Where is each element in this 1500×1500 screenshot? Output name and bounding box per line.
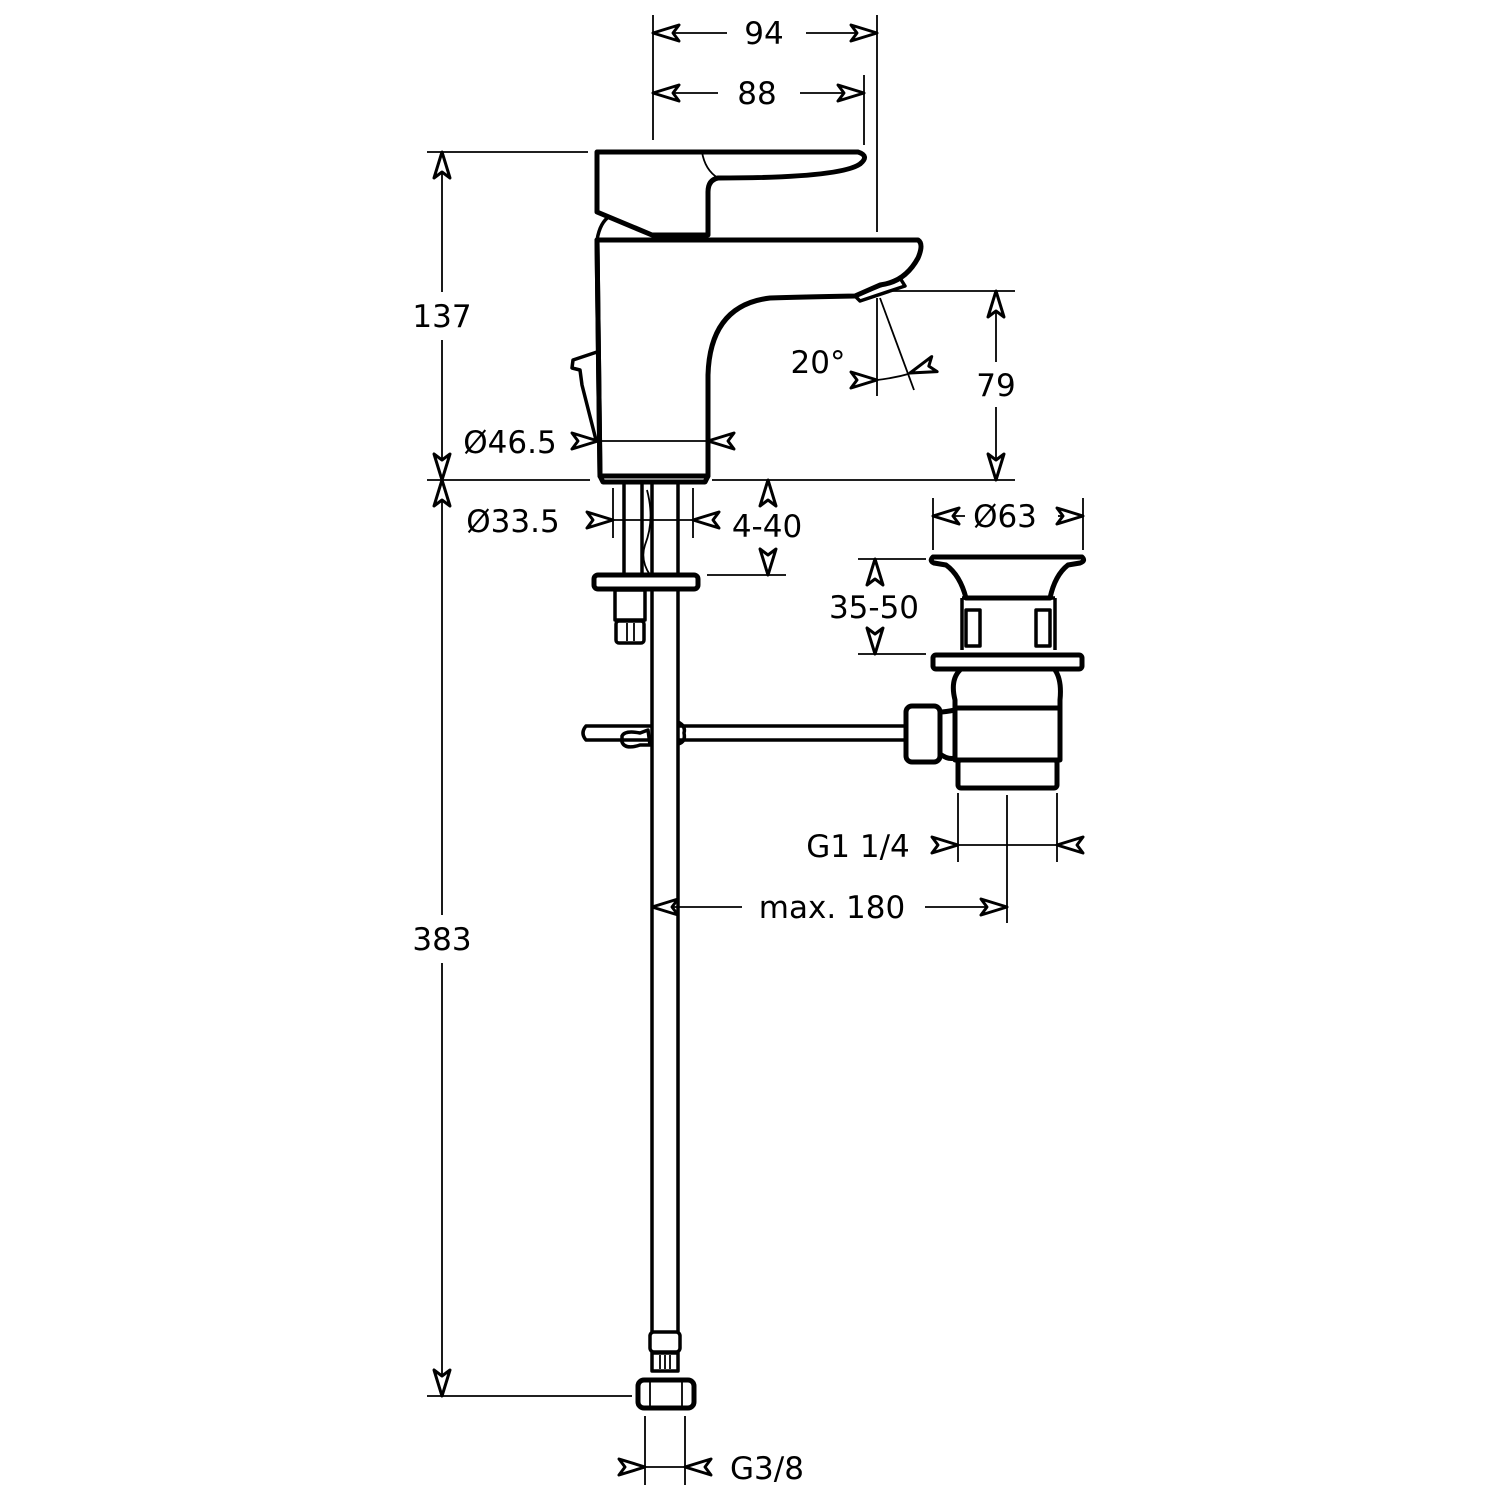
pull-rod bbox=[581, 720, 906, 749]
dim-spout-angle: 20° bbox=[791, 297, 939, 396]
dim-waste-range: 35-50 bbox=[829, 557, 926, 656]
body-and-spout bbox=[594, 237, 924, 479]
shank-assembly bbox=[591, 484, 701, 645]
pop-up-knob bbox=[570, 350, 598, 441]
mounting-washer bbox=[591, 572, 701, 592]
hose-nut bbox=[635, 1377, 697, 1411]
dim-overall-width: 94 bbox=[651, 15, 879, 232]
dim-hose-thread: G3/8 bbox=[617, 1416, 804, 1487]
dim-waste-diameter: Ø63 bbox=[931, 498, 1085, 550]
dim-pull-rod-reach: max. 180 bbox=[650, 795, 1009, 926]
dim-body-height: 137 bbox=[412, 150, 590, 482]
lever-handle bbox=[594, 149, 867, 238]
faucet-body bbox=[570, 149, 924, 485]
dim-label-waste-diameter: Ø63 bbox=[973, 499, 1037, 535]
dim-label-pull-rod-reach: max. 180 bbox=[759, 890, 905, 926]
dim-label-137: 137 bbox=[412, 299, 471, 335]
dim-spout-height: 79 bbox=[712, 289, 1016, 482]
dim-total-height: 383 bbox=[412, 478, 632, 1398]
dim-label-88: 88 bbox=[737, 76, 776, 112]
flex-hose bbox=[635, 589, 697, 1411]
dim-label-base-diameter: Ø46.5 bbox=[463, 425, 556, 461]
dim-shank-diameter: Ø33.5 bbox=[466, 488, 721, 540]
dim-spout-width: 88 bbox=[651, 75, 866, 145]
dim-waste-thread: G1 1/4 bbox=[806, 793, 1085, 865]
dim-label-waste-thread: G1 1/4 bbox=[806, 829, 910, 865]
dim-label-angle: 20° bbox=[791, 345, 846, 381]
dim-label-94: 94 bbox=[744, 16, 783, 52]
dim-label-hose-thread: G3/8 bbox=[730, 1451, 804, 1487]
pull-rod-connector bbox=[903, 703, 943, 765]
dim-label-counter-thickness: 4-40 bbox=[732, 509, 802, 545]
mounting-nut bbox=[614, 619, 646, 645]
dim-label-79: 79 bbox=[976, 368, 1015, 404]
dim-counter-thickness: 4-40 bbox=[707, 478, 802, 577]
pop-up-waste bbox=[903, 554, 1087, 791]
dim-label-shank-diameter: Ø33.5 bbox=[466, 504, 559, 540]
dim-label-383: 383 bbox=[412, 922, 471, 958]
dim-label-waste-range: 35-50 bbox=[829, 590, 919, 626]
dim-base-diameter: Ø46.5 bbox=[463, 425, 736, 461]
